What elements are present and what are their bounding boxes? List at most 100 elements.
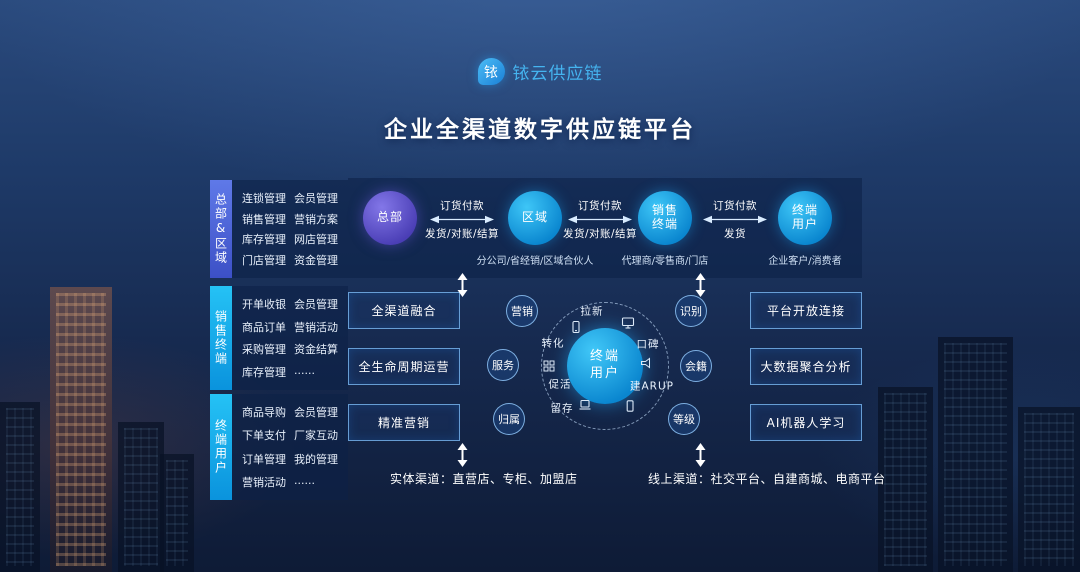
headquarters-circle: 总部 [363, 191, 417, 245]
page-title: 企业全渠道数字供应链平台 [384, 117, 696, 143]
brand-name: 铱云供应链 [512, 64, 603, 84]
distribution-flow-panel: 总部 订货付款 发货/对账/结算 区域 分公司/省经销/区域合伙人 订货付款 [348, 178, 862, 278]
building-silhouette [1018, 407, 1080, 572]
brand-logo-icon: 铱 [477, 58, 505, 85]
tablet-icon [626, 400, 634, 412]
feature-label: 营销方案 [294, 212, 338, 226]
link-top-label: 订货付款 [440, 200, 484, 212]
list-item: 订单管理 我的管理 [242, 451, 346, 467]
online-channels-label: 线上渠道：社交平台、自建商城、电商平台 [648, 472, 886, 486]
capability-ai-robot-learning: AI机器人学习 [750, 404, 862, 441]
feature-label: 营销活动 [242, 475, 286, 489]
feature-label: 订单管理 [242, 452, 286, 466]
list-item: 商品订单 营销活动 [242, 319, 346, 335]
sidebar-group-hq-region: 总部&区域 连锁管理 会员管理 销售管理 营销方案 库存管理 网店管理 门店管理… [210, 180, 348, 278]
feature-label: 厂家互动 [294, 429, 338, 443]
brand: 铱 铱云供应链 [0, 58, 1080, 85]
feature-label: 营销活动 [294, 320, 338, 334]
node-label: 用户 [791, 217, 818, 231]
up-down-arrow-icon [457, 443, 468, 467]
list-item: 库存管理 ...... [242, 364, 346, 380]
list-item: 商品导购 会员管理 [242, 404, 346, 420]
stage-label-word-of-mouth: 口碑 [636, 338, 660, 351]
feature-label: ...... [294, 363, 315, 377]
node-sublabel: 分公司/省经销/区域合伙人 [476, 256, 594, 267]
building-silhouette [160, 454, 194, 572]
left-right-arrow-icon [568, 215, 632, 224]
building-silhouette [938, 337, 1013, 572]
stage-label-arpu: 建ARUP [630, 380, 674, 393]
building-silhouette [50, 287, 112, 572]
building-silhouette [0, 402, 40, 572]
flow-link-hq-region: 订货付款 发货/对账/结算 [419, 198, 505, 241]
region-circle: 区域 [508, 191, 562, 245]
flow-node-sales-terminal: 销售 终端 代理商/零售商/门店 [605, 191, 725, 267]
feature-label: 下单支付 [242, 429, 286, 443]
list-item: 连锁管理 会员管理 [242, 190, 346, 206]
stage-label-activation: 促活 [548, 378, 572, 391]
link-bottom-label: 发货/对账/结算 [424, 228, 500, 240]
phone-icon [572, 320, 580, 334]
core-label: 用户 [589, 366, 620, 381]
sidebar-tab-hq-region: 总部&区域 [210, 180, 232, 278]
qr-grid-icon [543, 360, 555, 372]
node-label: 终端 [651, 217, 678, 231]
satellite-attribution: 归属 [493, 403, 525, 435]
up-down-arrow-icon [695, 443, 706, 467]
up-down-arrow-icon [457, 273, 468, 297]
user-cycle-core: 终端 用户 [567, 328, 643, 404]
user-cycle-dashed-ring [541, 302, 669, 430]
sidebar-body: 商品导购 会员管理 下单支付 厂家互动 订单管理 我的管理 营销活动 .....… [232, 394, 348, 500]
sidebar-tab-end-user: 终端用户 [210, 394, 232, 500]
flow-node-headquarters: 总部 [330, 191, 450, 252]
up-down-arrow-icon [695, 273, 706, 297]
feature-label: 连锁管理 [242, 192, 286, 205]
link-top-label: 订货付款 [578, 200, 622, 212]
capability-precision-marketing: 精准营销 [348, 404, 460, 441]
feature-label: 采购管理 [242, 343, 286, 357]
stage-label-acquisition: 拉新 [580, 305, 604, 318]
satellite-service: 服务 [487, 349, 519, 381]
sidebar-body: 开单收银 会员管理 商品订单 营销活动 采购管理 资金结算 库存管理 .....… [232, 286, 348, 390]
feature-label: 网店管理 [294, 233, 338, 247]
left-right-arrow-icon [430, 215, 494, 224]
list-item: 销售管理 营销方案 [242, 211, 346, 227]
capability-open-platform: 平台开放连接 [750, 292, 862, 329]
link-bottom-label: 发货 [724, 228, 746, 240]
laptop-icon [579, 399, 591, 410]
feature-label: 会员管理 [294, 298, 338, 311]
list-item: 采购管理 资金结算 [242, 341, 346, 357]
list-item: 库存管理 网店管理 [242, 231, 346, 247]
link-bottom-label: 发货/对账/结算 [562, 228, 638, 240]
sidebar-body: 连锁管理 会员管理 销售管理 营销方案 库存管理 网店管理 门店管理 资金管理 [232, 180, 348, 278]
capability-omnichannel-fusion: 全渠道融合 [348, 292, 460, 329]
sales-terminal-circle: 销售 终端 [638, 191, 692, 245]
list-item: 门店管理 资金管理 [242, 252, 346, 268]
satellite-level: 等级 [668, 403, 700, 435]
building-silhouette [878, 387, 933, 572]
feature-label: 我的管理 [294, 452, 338, 466]
feature-label: 资金结算 [294, 343, 338, 357]
node-label: 区域 [521, 210, 548, 225]
feature-label: 会员管理 [294, 192, 338, 205]
list-item: 下单支付 厂家互动 [242, 427, 346, 443]
feature-label: 会员管理 [294, 406, 338, 419]
stage-label-conversion: 转化 [541, 337, 565, 350]
satellite-identify: 识别 [675, 295, 707, 327]
capability-bigdata-analysis: 大数据聚合分析 [750, 348, 862, 385]
flow-link-region-terminal: 订货付款 发货/对账/结算 [557, 198, 643, 241]
satellite-membership: 会籍 [680, 350, 712, 382]
list-item: 开单收银 会员管理 [242, 296, 346, 312]
feature-label: 库存管理 [242, 365, 286, 379]
sidebar-tab-sales-terminal: 销售终端 [210, 286, 232, 390]
speaker-icon [641, 357, 650, 369]
monitor-icon [621, 317, 635, 329]
feature-label: 门店管理 [242, 253, 286, 267]
sidebar-group-sales-terminal: 销售终端 开单收银 会员管理 商品订单 营销活动 采购管理 资金结算 库存管理 … [210, 286, 348, 390]
feature-label: 开单收银 [242, 298, 286, 311]
offline-channels-label: 实体渠道：直营店、专柜、加盟店 [390, 472, 578, 486]
stage-label-retention: 留存 [550, 402, 574, 415]
core-label: 终端 [589, 349, 620, 365]
feature-label: 商品导购 [242, 406, 286, 419]
